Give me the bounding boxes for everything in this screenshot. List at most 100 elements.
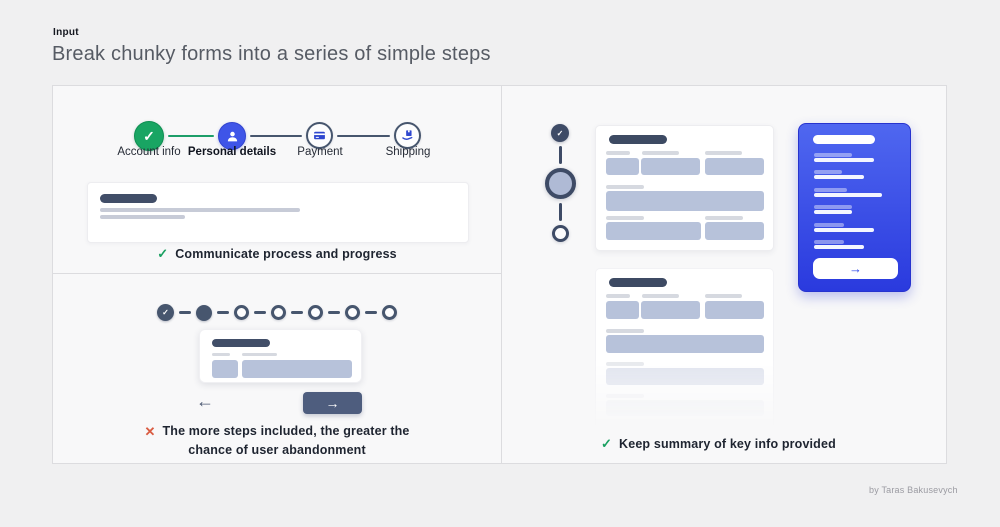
step-label-payment: Payment [297, 146, 343, 158]
input-skeleton[interactable] [705, 158, 764, 175]
summary-label-skeleton [814, 205, 852, 209]
vertical-divider [501, 86, 502, 463]
illustration-panel: ✓ Account info Personal details Payment … [52, 85, 947, 464]
step-account-info[interactable]: ✓ [134, 121, 164, 151]
form-title-skeleton [609, 135, 667, 144]
vstep-connector [558, 203, 562, 221]
dot-step-upcoming[interactable] [382, 305, 397, 320]
dot-connector [179, 311, 191, 314]
caption-text: Keep summary of key info provided [619, 437, 836, 451]
caption-abandonment: ✕ The more steps included, the greater t… [53, 422, 501, 460]
step-label-account-info: Account info [117, 146, 181, 158]
stepper-connector [250, 134, 302, 137]
x-icon: ✕ [144, 424, 156, 439]
step-personal-details[interactable] [218, 122, 246, 150]
input-skeleton[interactable] [606, 400, 764, 416]
dot-connector [328, 311, 340, 314]
input-skeleton[interactable] [212, 360, 238, 378]
field-label-skeleton [606, 151, 630, 155]
step-label-personal-details: Personal details [187, 146, 277, 158]
caption-text: Communicate process and progress [175, 247, 397, 261]
long-dot-stepper: ✓ [53, 304, 501, 321]
horizontal-divider [53, 273, 501, 274]
back-arrow[interactable]: ← [196, 391, 214, 411]
caption-progress: ✓ Communicate process and progress [53, 246, 501, 262]
vstep-current[interactable] [545, 168, 576, 199]
caption-text-line2: chance of user abandonment [188, 443, 366, 457]
form-title-skeleton [212, 339, 270, 347]
credit-card-icon [313, 129, 326, 142]
check-icon: ✓ [162, 308, 169, 317]
dot-step-current[interactable] [196, 304, 212, 321]
dot-step-complete[interactable]: ✓ [157, 304, 174, 321]
dot-step-upcoming[interactable] [271, 305, 286, 320]
input-skeleton[interactable] [641, 158, 700, 175]
vstep-upcoming[interactable] [552, 225, 569, 242]
dot-step-upcoming[interactable] [308, 305, 323, 320]
field-label-skeleton [606, 329, 644, 333]
step-payment[interactable] [306, 122, 333, 149]
stepper-connector [337, 134, 390, 137]
dot-connector [365, 311, 377, 314]
summary-label-skeleton [814, 240, 844, 244]
summary-value-skeleton [814, 210, 852, 214]
step-shipping[interactable] [394, 122, 421, 149]
summary-info-card: → [798, 123, 911, 292]
input-skeleton[interactable] [606, 301, 639, 319]
form-title-skeleton [609, 278, 667, 287]
summary-step-card-faded [595, 268, 774, 431]
check-icon: ✓ [556, 128, 564, 138]
field-label-skeleton [606, 216, 644, 220]
summary-label-skeleton [814, 188, 847, 192]
caption-text-line1: The more steps included, the greater the [162, 424, 410, 438]
summary-value-skeleton [814, 158, 874, 162]
person-icon [226, 130, 239, 143]
dot-connector [291, 311, 303, 314]
form-text-skeleton [100, 215, 185, 219]
vstep-complete[interactable]: ✓ [551, 124, 569, 142]
input-skeleton[interactable] [705, 222, 764, 240]
summary-label-skeleton [814, 223, 844, 227]
vstep-connector [558, 146, 562, 164]
mini-form-card [199, 329, 362, 383]
form-preview-card [87, 182, 469, 243]
stepper-connector [168, 134, 214, 137]
summary-label-skeleton [814, 170, 842, 174]
form-title-skeleton [100, 194, 157, 203]
input-skeleton[interactable] [242, 360, 352, 378]
dot-connector [217, 311, 229, 314]
input-skeleton[interactable] [606, 222, 701, 240]
shipping-icon [401, 129, 414, 142]
input-skeleton[interactable] [641, 301, 700, 319]
attribution: by Taras Bakusevych [869, 485, 958, 495]
form-text-skeleton [100, 208, 300, 212]
dot-step-upcoming[interactable] [234, 305, 249, 320]
summary-value-skeleton [814, 245, 864, 249]
summary-value-skeleton [814, 175, 864, 179]
step-label-shipping: Shipping [385, 146, 431, 158]
summary-next-button[interactable]: → [813, 258, 898, 279]
arrow-right-icon: → [849, 261, 862, 276]
next-button[interactable]: → [303, 392, 362, 414]
dot-step-upcoming[interactable] [345, 305, 360, 320]
input-skeleton[interactable] [606, 335, 764, 353]
section-eyebrow: Input [53, 27, 79, 38]
dot-connector [254, 311, 266, 314]
input-skeleton[interactable] [606, 191, 764, 211]
field-label-skeleton [705, 294, 742, 298]
field-label-skeleton [705, 151, 742, 155]
field-label-skeleton [242, 353, 277, 356]
arrow-right-icon: → [325, 395, 340, 411]
summary-value-skeleton [814, 228, 874, 232]
page-title: Break chunky forms into a series of simp… [52, 43, 491, 65]
input-skeleton[interactable] [606, 368, 764, 385]
input-skeleton[interactable] [705, 301, 764, 319]
field-label-skeleton [606, 394, 644, 398]
field-label-skeleton [606, 294, 630, 298]
check-icon: ✓ [157, 246, 169, 261]
summary-title-skeleton [813, 135, 875, 144]
summary-label-skeleton [814, 153, 852, 157]
check-icon: ✓ [601, 436, 613, 451]
input-skeleton[interactable] [606, 158, 639, 175]
summary-step-card [595, 125, 774, 251]
